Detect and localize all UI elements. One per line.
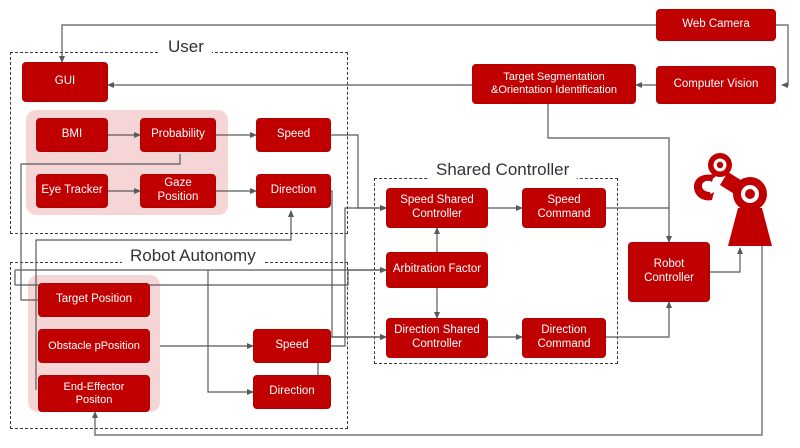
node-user-direction[interactable]: Direction [256,174,331,208]
node-eye-tracker[interactable]: Eye Tracker [36,174,108,208]
node-probability[interactable]: Probability [140,118,216,152]
node-web-camera[interactable]: Web Camera [656,9,776,41]
node-computer-vision[interactable]: Computer Vision [656,66,776,104]
node-target-segmentation[interactable]: Target Segmentation &Orientation Identif… [472,64,636,104]
node-autonomy-direction[interactable]: Direction [253,375,331,409]
node-direction-shared-controller[interactable]: Direction Shared Controller [386,318,488,358]
node-bmi[interactable]: BMI [36,118,108,152]
group-robot-autonomy-label: Robot Autonomy [122,246,264,266]
node-gui[interactable]: GUI [22,62,108,102]
node-user-speed[interactable]: Speed [256,118,331,152]
node-arbitration-factor[interactable]: Arbitration Factor [386,252,488,288]
node-autonomy-speed[interactable]: Speed [253,329,331,363]
node-speed-command[interactable]: Speed Command [522,188,606,228]
node-target-position[interactable]: Target Position [38,283,150,317]
node-robot-controller[interactable]: Robot Controller [628,242,710,302]
node-obstacle-position[interactable]: Obstacle pPosition [38,329,150,363]
robot-arm-icon [692,146,792,248]
node-gaze-position[interactable]: Gaze Position [140,174,216,208]
node-speed-shared-controller[interactable]: Speed Shared Controller [386,188,488,228]
node-direction-command[interactable]: Direction Command [522,318,606,358]
node-end-effector-position[interactable]: End-Effector Positon [38,375,150,412]
group-user-label: User [160,37,212,57]
group-shared-controller-label: Shared Controller [428,160,578,180]
